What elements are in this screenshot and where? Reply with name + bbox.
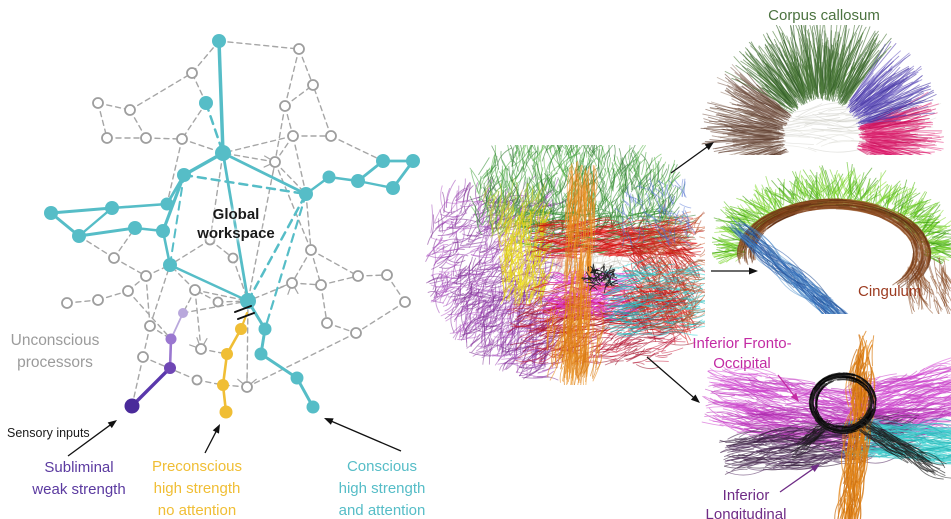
tract-cing: [712, 162, 951, 314]
unconscious-line1: Unconscious: [10, 332, 100, 349]
conscious-label: Conscious high strength and attention: [321, 456, 443, 519]
global-workspace-line2: workspace: [197, 225, 275, 242]
unconscious-processors-label: Unconscious processors: [4, 330, 106, 374]
sensory-inputs-label: Sensory inputs: [7, 426, 90, 440]
corpus-callosum-label: Corpus callosum: [768, 7, 880, 24]
global-workspace-label: Global workspace: [181, 205, 291, 243]
global-workspace-line1: Global: [212, 206, 260, 223]
ifo-line1: Inferior Fronto-: [692, 335, 792, 352]
preconscious-line1: Preconscious: [151, 458, 243, 475]
tract-cc: [700, 25, 951, 155]
subliminal-label: Subliminal weak strength: [18, 457, 140, 501]
tract-brain: [425, 145, 705, 385]
inferior-longitudinal-label: Inferior Longitudinal: [666, 486, 826, 519]
conscious-line3: and attention: [338, 502, 426, 519]
preconscious-line2: high strength: [153, 480, 241, 497]
il-line1: Inferior: [722, 487, 770, 504]
subliminal-line2: weak strength: [32, 481, 126, 498]
inferior-fronto-occipital-label: Inferior Fronto- Occipital: [662, 334, 822, 374]
subliminal-line1: Subliminal: [44, 459, 114, 476]
network-graph: [44, 34, 420, 419]
il-line2: Longitudinal: [705, 506, 787, 519]
conscious-line1: Conscious: [346, 458, 418, 475]
cingulum-label: Cingulum: [858, 283, 922, 300]
conscious-line2: high strength: [338, 480, 426, 497]
preconscious-label: Preconscious high strength no attention: [136, 456, 258, 519]
ifo-line2: Occipital: [713, 355, 771, 372]
tract-ifo: [693, 325, 951, 519]
preconscious-line3: no attention: [157, 502, 237, 519]
unconscious-line2: processors: [17, 354, 93, 371]
